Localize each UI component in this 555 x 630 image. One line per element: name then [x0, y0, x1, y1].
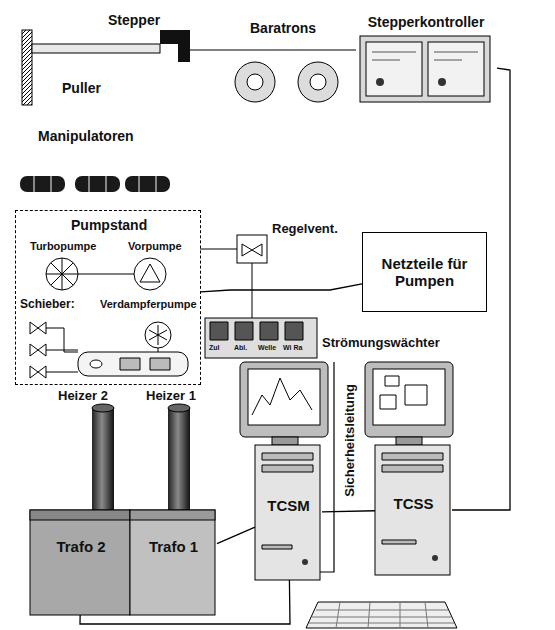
cable-connector	[322, 511, 375, 512]
screen	[373, 369, 445, 425]
vacuum-chamber	[78, 352, 188, 376]
fore-pump-symbol	[134, 258, 166, 290]
manipulator	[125, 176, 170, 192]
baratron-gauge	[235, 62, 275, 102]
computer-box: TCSM	[255, 445, 322, 580]
screen	[248, 369, 320, 425]
computer-tower	[255, 445, 320, 580]
controller-unit: Stepperkontroller	[355, 12, 497, 104]
chamber-port	[90, 360, 102, 368]
fore-pump-mark	[140, 264, 160, 282]
part-label: Schieber:	[20, 298, 75, 312]
cable-connector	[201, 284, 362, 292]
screen-chart	[252, 378, 312, 415]
transformer	[30, 510, 130, 615]
switch-label: Abl.	[234, 344, 247, 352]
cable-connector	[217, 527, 255, 544]
part-label: Turbopumpe	[30, 240, 96, 253]
node-text: Stepperkontroller	[359, 14, 493, 30]
node-text: Trafo 1	[134, 538, 213, 555]
part-label: Baratrons	[250, 20, 316, 36]
power-supply-box: Netzteile für Pumpen	[362, 232, 487, 312]
transformer-box: Trafo 1	[130, 510, 217, 615]
part-label: Puller	[62, 80, 101, 96]
part-label: Verdampferpumpe	[100, 298, 197, 311]
transformer-top	[130, 510, 215, 520]
part-label: Manipulatoren	[38, 128, 134, 144]
baratron-dial	[247, 74, 263, 90]
manipulator-band	[34, 176, 156, 192]
cable-connector	[452, 68, 510, 510]
keyboard-keys	[309, 602, 454, 628]
valve-line	[200, 249, 252, 318]
turbo-pump-symbol	[46, 258, 78, 290]
flow-switch	[210, 322, 303, 340]
monitor-stand	[272, 437, 298, 445]
chamber-port	[120, 358, 170, 370]
cable-connector	[80, 580, 290, 624]
power-button	[432, 555, 438, 561]
turbo-pump-fan	[46, 258, 78, 290]
evaporator-pump-symbol	[145, 322, 171, 348]
puller-arm	[32, 44, 160, 53]
controller-knob	[438, 78, 446, 86]
part-label: Strömungswächter	[322, 336, 440, 351]
control-valve	[237, 235, 267, 263]
computer-box: TCSS	[375, 445, 452, 575]
node-text: Trafo 2	[34, 538, 128, 555]
heater-top	[92, 404, 114, 412]
controller-display	[372, 52, 478, 60]
controller-unit	[366, 42, 422, 96]
puller-rod	[22, 30, 32, 105]
node-text: TCSM	[259, 497, 318, 514]
manipulator	[75, 176, 120, 192]
stepper-motor	[160, 30, 190, 62]
switch-label: Welle	[258, 344, 276, 352]
manipulator	[20, 176, 65, 192]
monitor	[365, 362, 453, 437]
baratron-dial	[310, 74, 326, 90]
computer-tower	[375, 445, 450, 575]
node-text: TCSS	[379, 495, 448, 512]
evaporator-pump-mark	[149, 325, 167, 345]
flow-monitor-panel	[205, 318, 317, 358]
part-label: Regelvent.	[272, 222, 338, 237]
power-button	[302, 559, 308, 565]
screen-windows	[380, 376, 427, 409]
part-label: Heizer 1	[146, 389, 196, 404]
controller-housing	[360, 36, 490, 102]
node-text: Netzteile für Pumpen	[379, 255, 471, 290]
part-label: Stepper	[108, 12, 160, 28]
switch-label: Zul	[209, 344, 220, 352]
part-label: Vorpumpe	[128, 240, 182, 253]
keyboard	[306, 602, 457, 628]
safety-line	[320, 362, 334, 572]
valve-symbol	[242, 244, 262, 256]
heater-cylinder	[168, 408, 190, 510]
switch-label: Wi Ra	[283, 344, 302, 352]
gate-valve	[30, 322, 46, 378]
transformer-box: Trafo 2	[30, 510, 132, 615]
baratron-gauge	[298, 62, 338, 102]
pump-line	[78, 274, 134, 275]
node-text: Pumpstand	[71, 217, 196, 233]
monitor	[240, 362, 328, 437]
controller-knob	[376, 78, 384, 86]
heater-cylinder	[92, 408, 114, 510]
part-label: Heizer 2	[58, 389, 108, 404]
heater-top	[168, 404, 190, 412]
transformer	[130, 510, 215, 615]
part-label: Sicherheitsleitung	[343, 384, 358, 497]
controller-unit	[428, 42, 484, 96]
transformer-top	[30, 510, 130, 520]
monitor-stand	[396, 437, 422, 445]
stepper-cable	[190, 49, 356, 50]
